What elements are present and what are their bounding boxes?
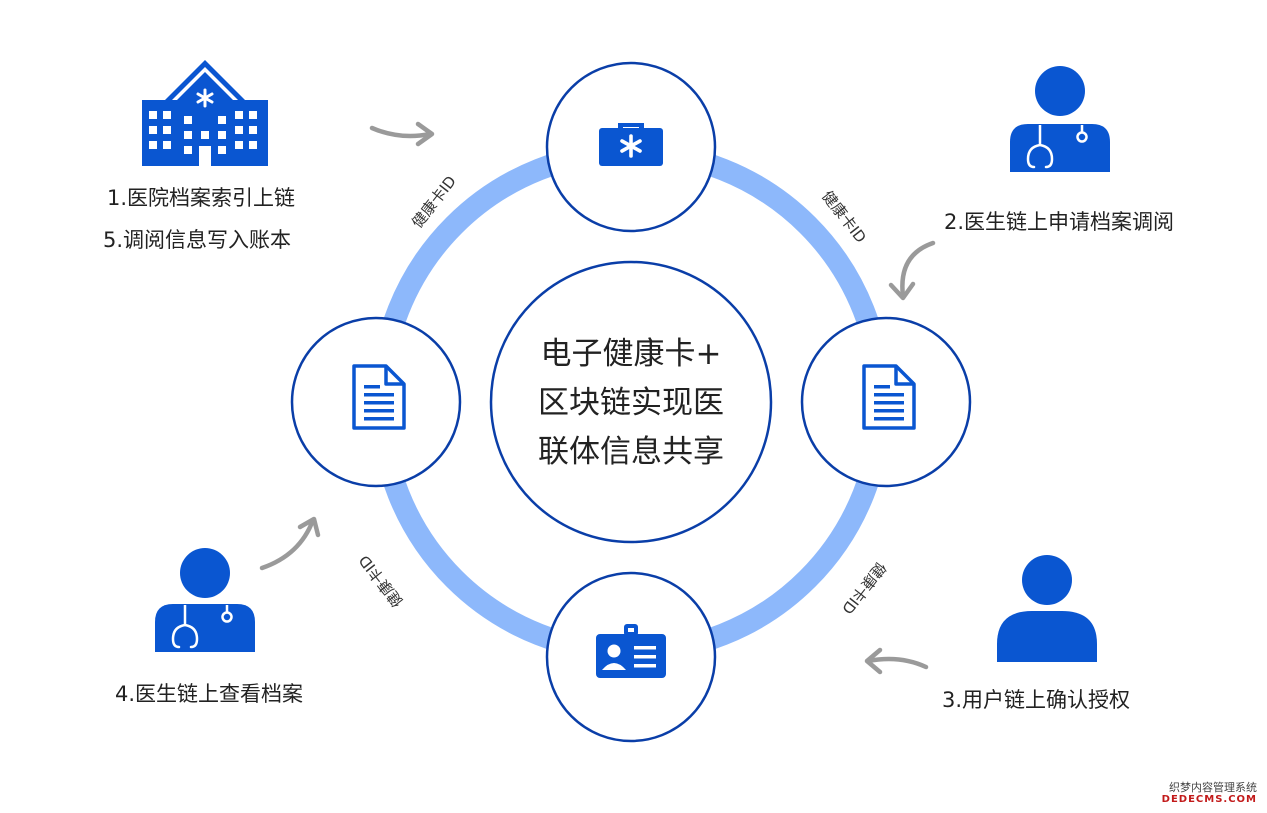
center-circle: [489, 260, 773, 544]
node-right: [800, 316, 972, 488]
arrow-doctor-to-left-node: [259, 516, 321, 571]
step-4-label: 4.医生链上查看档案: [115, 682, 304, 706]
center-title-line-3: 联体信息共享: [538, 434, 724, 470]
document-icon: [862, 364, 916, 430]
node-bottom: [545, 571, 717, 743]
center-title-line-1: 电子健康卡+: [541, 336, 722, 372]
center-title-line-2: 区块链实现医: [538, 385, 724, 421]
watermark-line-1: 织梦内容管理系统: [1169, 781, 1257, 794]
step-2-label: 2.医生链上申请档案调阅: [944, 210, 1175, 234]
node-top: [545, 61, 717, 233]
medical-kit-icon: [599, 123, 663, 166]
node-left: [290, 316, 462, 488]
doctor-icon: [155, 548, 255, 652]
step-1-label: 1.医院档案索引上链: [107, 186, 296, 210]
ring-label-bottom-left: 健康卡ID: [355, 552, 407, 611]
user-icon: [997, 555, 1097, 662]
doctor-icon: [1010, 66, 1110, 172]
arrow-user-to-bottom-node: [864, 647, 929, 675]
document-icon: [352, 364, 406, 430]
arrow-doctor-to-right-node: [888, 240, 936, 301]
id-card-icon: [596, 624, 666, 678]
ring-label-bottom-right: 健康卡ID: [838, 559, 890, 618]
hospital-icon: [142, 60, 268, 166]
step-3-label: 3.用户链上确认授权: [942, 688, 1131, 712]
watermark-line-2: DEDECMS.COM: [1161, 794, 1257, 805]
arrow-hospital-to-kit: [369, 121, 435, 147]
step-5-label: 5.调阅信息写入账本: [103, 228, 292, 252]
